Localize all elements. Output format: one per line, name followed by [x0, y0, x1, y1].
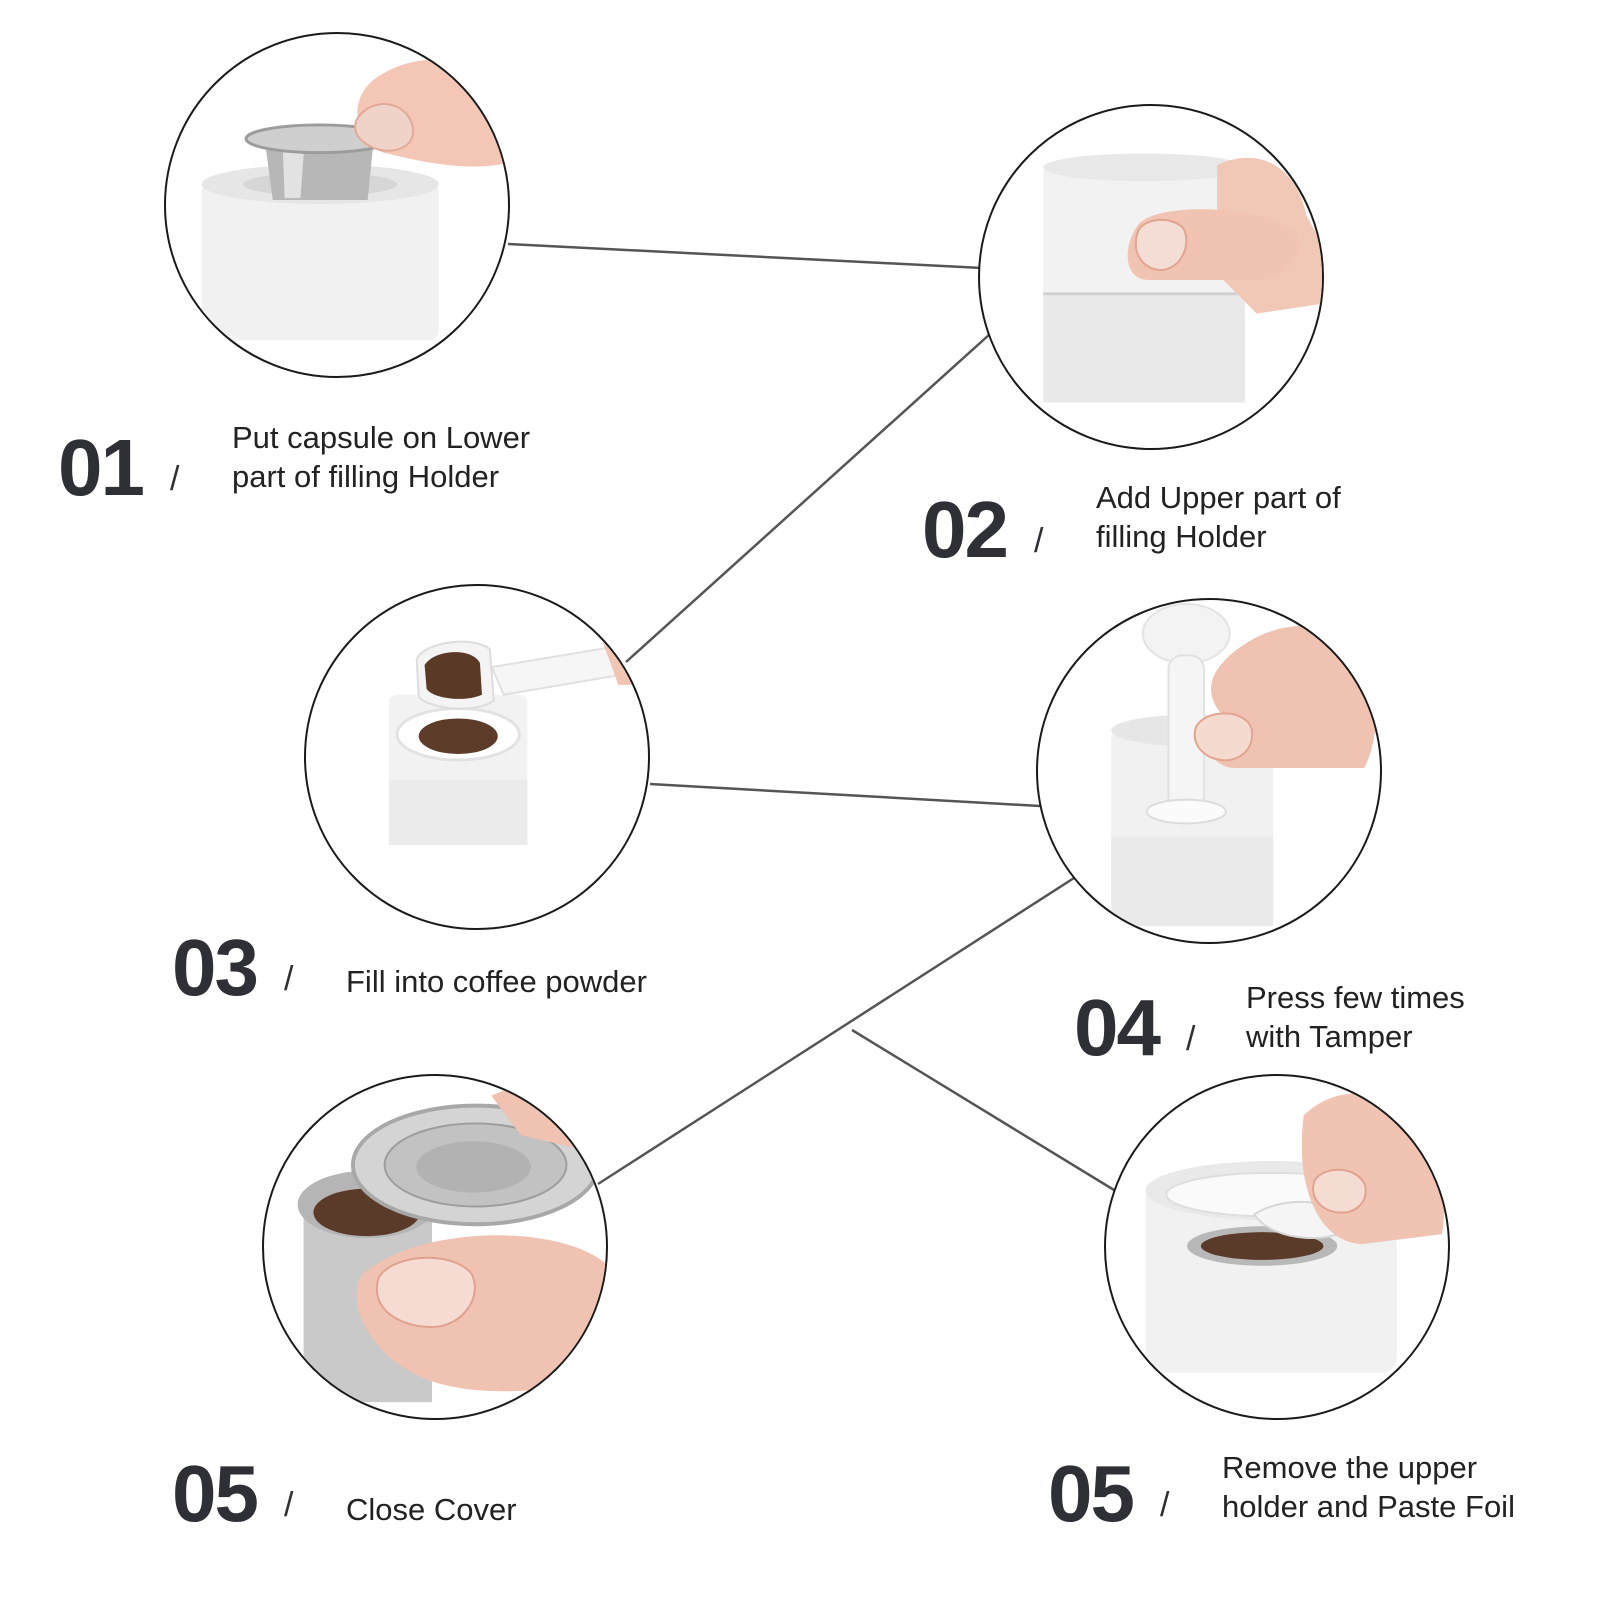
step-5-text: Close Cover [346, 1492, 517, 1527]
step-1-text: Put capsule on Lower part of filling Hol… [232, 420, 531, 494]
connector-4-5 [597, 876, 1075, 1186]
paste-foil-photo [1104, 1074, 1450, 1420]
step-6-text: Remove the upper holder and Paste Foil [1222, 1450, 1515, 1524]
step-1-slash: / [170, 460, 180, 498]
step-3-number: 03 [172, 923, 259, 1012]
connector-5-6 [851, 1028, 1115, 1192]
step-2-number: 02 [922, 485, 1009, 574]
step-3-text: Fill into coffee powder [346, 964, 647, 999]
step-1-number: 01 [58, 423, 145, 512]
connector-1-2 [507, 242, 983, 270]
close-cover-photo [262, 1074, 608, 1420]
step-4-text: Press few times with Tamper [1246, 980, 1465, 1054]
step-2-text: Add Upper part of filling Holder [1096, 480, 1341, 554]
tamper-photo [1036, 598, 1382, 944]
step-6-slash: / [1160, 1486, 1170, 1524]
upper-holder-photo [978, 104, 1324, 450]
step-4-slash: / [1186, 1020, 1196, 1058]
step-4-number: 04 [1074, 983, 1161, 1072]
step-5-number: 05 [172, 1449, 259, 1538]
connector-3-4 [649, 782, 1041, 808]
coffee-scoop-photo [304, 584, 650, 930]
connector-2-3 [625, 333, 991, 663]
step-3-slash: / [284, 960, 294, 998]
step-5-slash: / [284, 1486, 294, 1524]
step-2-slash: / [1034, 522, 1044, 560]
step-6-number: 05 [1048, 1449, 1135, 1538]
capsule-on-holder-photo [164, 32, 510, 378]
